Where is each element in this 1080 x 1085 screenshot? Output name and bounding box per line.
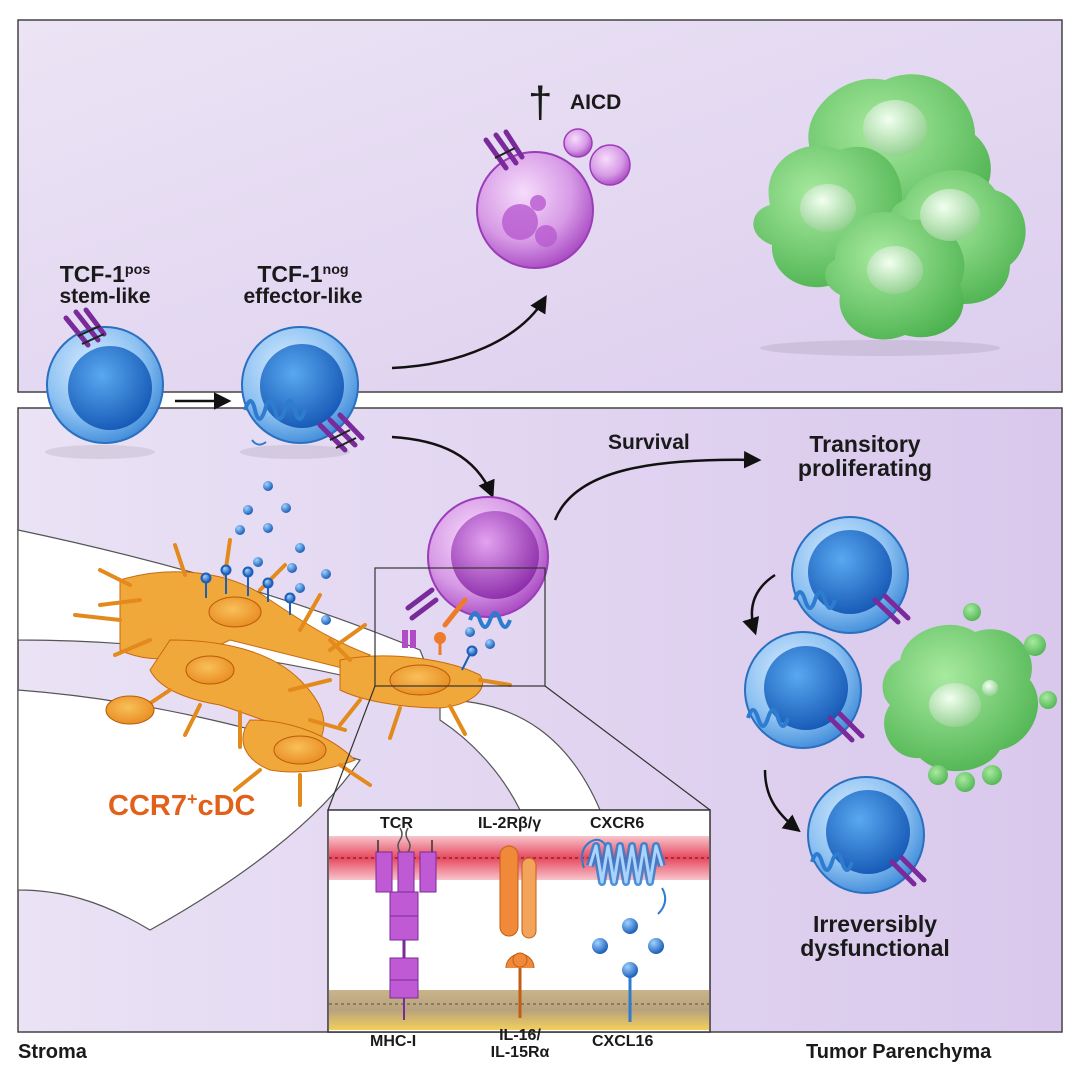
tumor-parenchyma-label: Tumor Parenchyma [806,1041,992,1063]
dysfunctional-tcell [807,776,927,894]
survival-label: Survival [608,431,690,454]
dc-cxcl16 [200,564,478,671]
inset-label-il15: IL-16/ IL-15Rα [490,1027,550,1061]
aicd-cell [476,128,631,269]
inset-label-cxcr6: CXCR6 [590,815,645,832]
arrow-survival [553,450,762,521]
tumor-cluster-top [753,74,1026,356]
transitory-tcell-1 [791,516,911,634]
dc-label: CCR7+cDC [108,789,256,822]
arrow-prolif-1 [742,573,776,636]
dying-tumor-cell [882,603,1057,792]
aicd-label: AICD [570,91,622,114]
arrow-to-aicd [391,294,547,370]
dc-bodies [105,596,451,765]
stroma-label: Stroma [18,1041,87,1063]
aicd-dagger: † [528,78,553,127]
contact-tcell [427,496,549,618]
inset-label-mhc: MHC-I [370,1033,417,1050]
inset-label-tcr: TCR [380,815,413,832]
effector-like-tcell [240,326,365,459]
inset-il2r [499,845,537,1018]
inset-label-il2r: IL-2Rβ/γ [478,815,542,832]
stem-like-tcell [45,307,164,459]
dc-dendrites [73,538,512,807]
arrow-to-dc-contact [391,435,495,499]
inset-cxcr6 [581,838,667,1022]
dysfunctional-label: Irreversibly dysfunctional [800,911,950,962]
zoom-box [374,567,546,687]
arrow-prolif-2 [763,769,801,833]
transitory-label: Transitory proliferating [797,431,933,482]
inset-tcr [375,827,437,1020]
chemokine-dots [235,481,495,649]
transitory-tcell-2 [744,631,865,749]
inset-panel [327,809,711,1033]
effector-label: TCF-1nog effector-like [243,261,363,309]
stem-label: TCF-1pos stem-like [59,261,151,309]
contact-receptors [402,587,512,655]
inset-label-cxcl16: CXCL16 [592,1033,654,1050]
